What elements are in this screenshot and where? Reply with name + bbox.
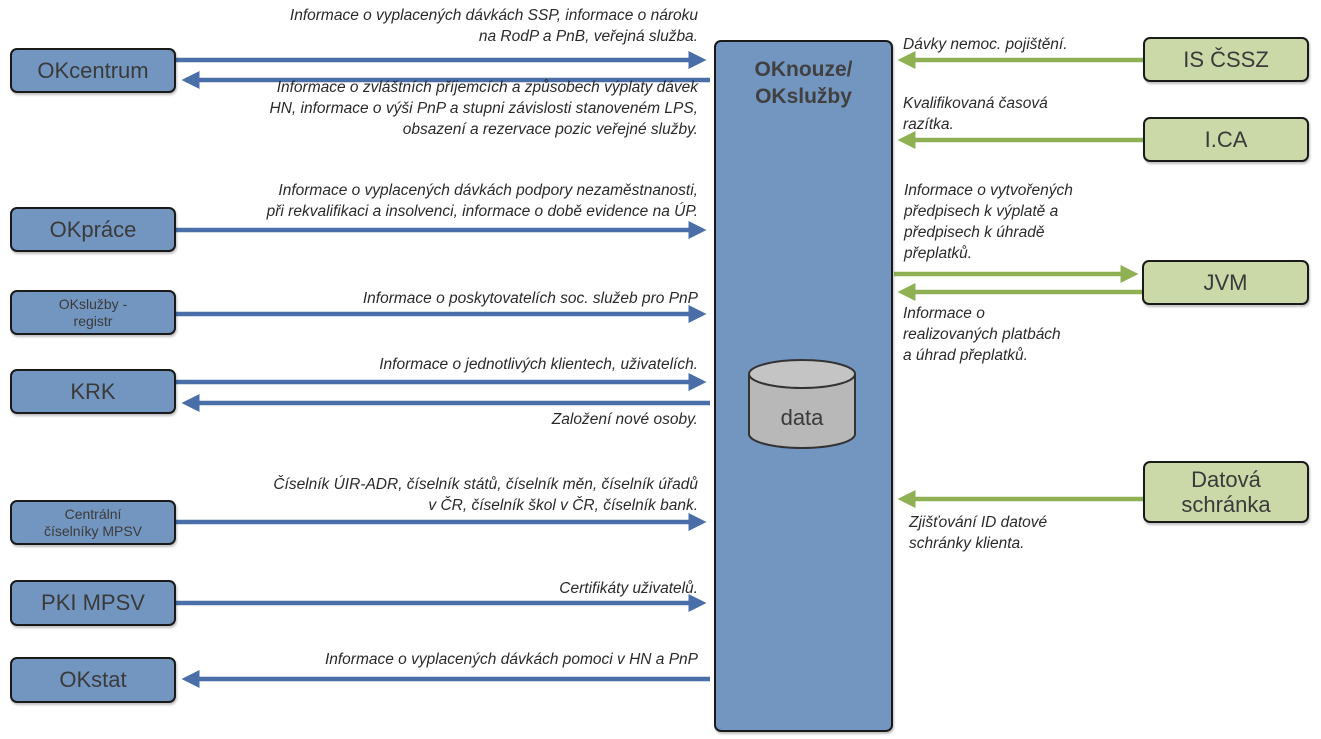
system-cssz-label: IS ČSSZ	[1183, 46, 1269, 72]
flow-label-krk-in: Založení nové osoby.	[551, 411, 698, 428]
flow-label-cssz-in: Dávky nemoc. pojištění.	[903, 36, 1068, 53]
system-okstat-label: OKstat	[59, 667, 127, 693]
flow-label-krk-out: Informace o jednotlivých klientech, uživ…	[379, 356, 698, 373]
flow-label-okprace-out: Informace o vyplacených dávkách podpory …	[266, 182, 698, 220]
system-oksluzby-registr[interactable]: OKslužby -registr	[10, 290, 176, 335]
system-ciselniky-label-2: číselníky MPSV	[43, 522, 143, 539]
system-okprace[interactable]: OKpráce	[10, 207, 176, 252]
flow-label-okstat-in: Informace o vyplacených dávkách pomoci v…	[324, 651, 698, 668]
system-okcentrum-label: OKcentrum	[37, 57, 149, 83]
system-jvm[interactable]: JVM	[1142, 260, 1309, 305]
system-ds-label-1: Datová	[1191, 466, 1261, 492]
system-jvm-label: JVM	[1203, 269, 1248, 295]
system-registr-label-1: OKslužby -	[58, 296, 128, 313]
system-pki-mpsv[interactable]: PKI MPSV	[10, 580, 176, 626]
flow-label-registr-out: Informace o poskytovatelích soc. služeb …	[362, 290, 698, 307]
flow-label-pki-out: Certifikáty uživatelů.	[559, 580, 698, 597]
database-icon	[748, 359, 856, 449]
system-ica-label: I.CA	[1204, 126, 1248, 152]
system-ds-label-2: schránka	[1181, 492, 1271, 517]
system-is-cssz[interactable]: IS ČSSZ	[1143, 37, 1309, 82]
system-krk-label: KRK	[70, 378, 116, 404]
system-okprace-label: OKpráce	[49, 216, 137, 242]
system-ica[interactable]: I.CA	[1143, 117, 1309, 162]
system-okcentrum[interactable]: OKcentrum	[10, 48, 176, 93]
flow-label-okcentrum-in: Informace o zvláštních příjemcích a způs…	[269, 79, 698, 138]
system-registr-label-2: registr	[73, 312, 113, 329]
system-krk[interactable]: KRK	[10, 369, 176, 414]
database-label: data	[780, 405, 824, 430]
flow-label-okcentrum-out: Informace o vyplacených dávkách SSP, inf…	[289, 7, 698, 45]
center-title-line1: OKnouze/	[754, 58, 853, 81]
system-pki-label: PKI MPSV	[41, 590, 145, 616]
center-title-line2: OKslužby	[755, 85, 852, 109]
system-ciselniky-label-1: Centrální	[64, 506, 122, 523]
flow-label-ciselniky-out: Číselník ÚIR-ADR, číselník států, číseln…	[273, 476, 698, 514]
system-okstat[interactable]: OKstat	[10, 657, 176, 703]
